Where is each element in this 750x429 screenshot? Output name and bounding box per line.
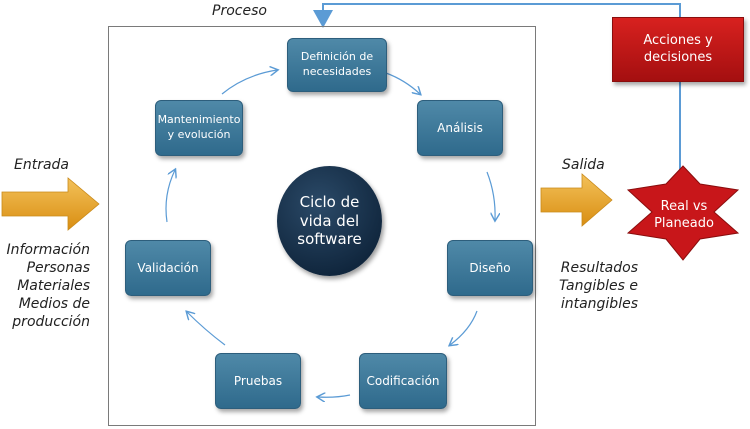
input-item: producción bbox=[12, 314, 90, 330]
step-definicion-line2: necesidades bbox=[302, 65, 372, 78]
entrada-arrow bbox=[1, 177, 100, 231]
inputs-list: Información Personas Materiales Medios d… bbox=[0, 241, 91, 331]
step-mantenimiento-line2: y evolución bbox=[167, 128, 231, 141]
output-item: intangibles bbox=[560, 296, 638, 312]
salida-arrow bbox=[540, 173, 613, 227]
step-definicion-line1: Definición de bbox=[300, 50, 374, 64]
entrada-label: Entrada bbox=[14, 157, 70, 173]
arrow-analisis-to-diseno bbox=[486, 171, 495, 220]
real-vs-line2: Planeado bbox=[654, 216, 714, 231]
acciones-box: Acciones y decisiones bbox=[612, 17, 744, 82]
step-validacion-label: Validación bbox=[137, 260, 199, 275]
step-codificacion: Codificación bbox=[359, 353, 447, 409]
center-line1: Ciclo de bbox=[299, 192, 360, 211]
step-pruebas: Pruebas bbox=[215, 353, 301, 409]
real-vs-label: Real vs Planeado bbox=[628, 196, 740, 236]
output-item: Tangibles e bbox=[558, 278, 638, 294]
proceso-label: Proceso bbox=[212, 3, 267, 19]
feedback-top-line bbox=[313, 3, 681, 28]
arrow-pruebas-to-validacion bbox=[187, 312, 226, 346]
arrow-codificacion-to-pruebas bbox=[318, 395, 351, 397]
process-frame bbox=[108, 26, 536, 426]
arrow-diseno-to-codificacion bbox=[450, 310, 478, 345]
arrow-validacion-to-mantenimiento bbox=[165, 170, 175, 223]
input-item: Medios de bbox=[18, 296, 90, 312]
outputs-list: Resultados Tangibles e intangibles bbox=[548, 259, 638, 313]
step-diseno-label: Diseño bbox=[469, 260, 511, 275]
output-item: Resultados bbox=[560, 260, 638, 276]
input-item: Personas bbox=[26, 260, 90, 276]
input-item: Materiales bbox=[17, 278, 90, 294]
input-item: Información bbox=[6, 242, 91, 258]
center-circle: Ciclo de vida del software bbox=[277, 166, 382, 276]
step-diseno: Diseño bbox=[447, 240, 533, 296]
acciones-line2: decisiones bbox=[643, 49, 713, 65]
center-line2: vida del bbox=[299, 211, 360, 230]
step-analisis-label: Análisis bbox=[437, 120, 483, 135]
step-validacion: Validación bbox=[125, 240, 211, 296]
salida-label: Salida bbox=[562, 157, 605, 173]
step-mantenimiento-line1: Mantenimiento bbox=[157, 113, 241, 127]
step-pruebas-label: Pruebas bbox=[233, 373, 283, 388]
center-line3: software bbox=[297, 230, 362, 249]
step-analisis: Análisis bbox=[417, 100, 503, 156]
step-codificacion-label: Codificación bbox=[366, 373, 440, 388]
real-vs-line1: Real vs bbox=[660, 199, 708, 215]
arrow-def-to-analisis bbox=[385, 72, 420, 94]
arrow-mantenimiento-to-def bbox=[221, 70, 277, 95]
acciones-line1: Acciones y bbox=[643, 32, 713, 48]
real-vs-star bbox=[626, 165, 740, 261]
